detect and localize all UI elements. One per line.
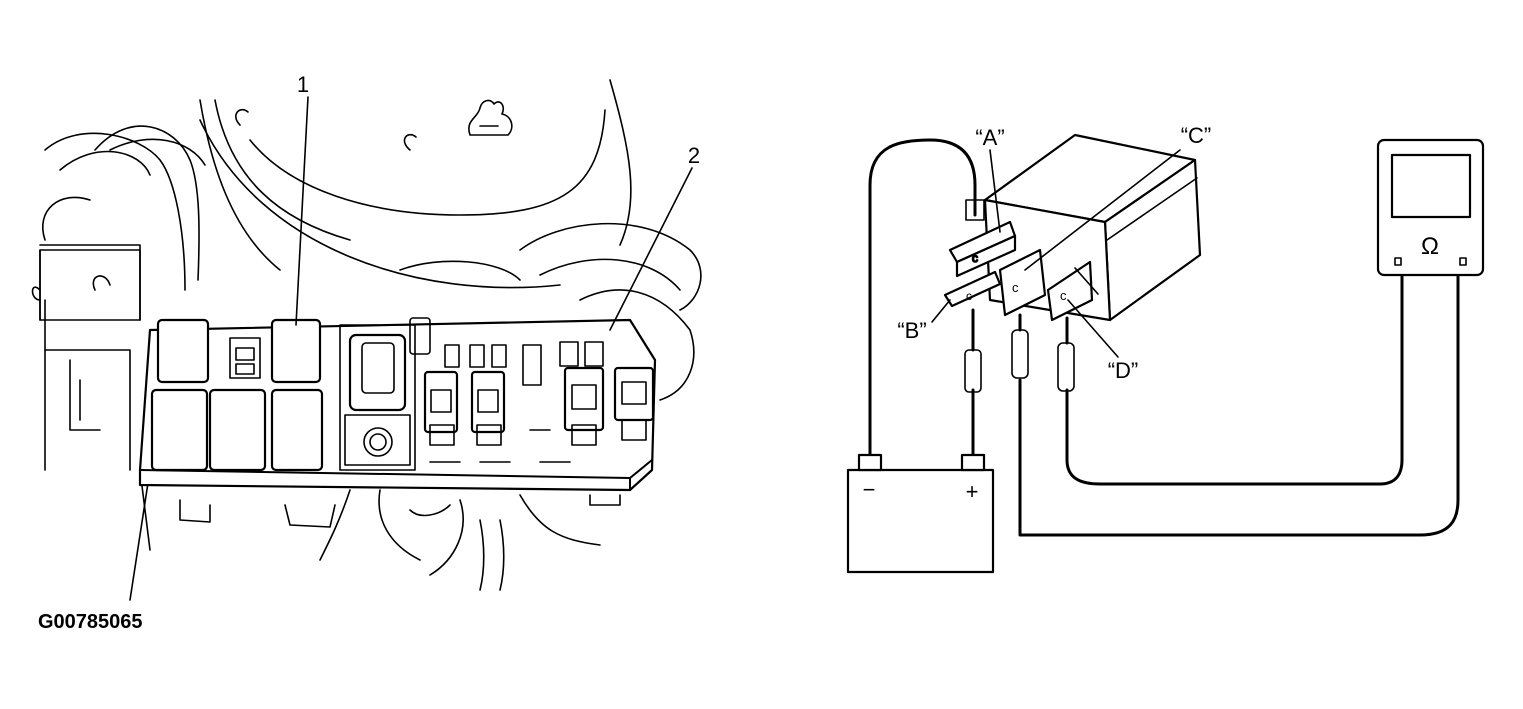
svg-text:c: c bbox=[1012, 280, 1019, 295]
svg-text:c: c bbox=[1060, 288, 1067, 303]
callout-1: 1 bbox=[295, 72, 309, 326]
terminal-b-label: “B” bbox=[897, 318, 926, 343]
ohm-symbol: Ω bbox=[1421, 233, 1439, 260]
terminal-c-label: “C” bbox=[1181, 123, 1212, 148]
battery-icon: − + bbox=[846, 453, 995, 574]
svg-text:c: c bbox=[972, 251, 978, 265]
ohmmeter-icon: Ω bbox=[1376, 138, 1485, 277]
test-wiring bbox=[868, 138, 1460, 537]
terminal-a-callout: “A” bbox=[975, 125, 1005, 233]
battery-positive-label: + bbox=[966, 479, 979, 504]
relay-icon: c c c c bbox=[943, 133, 1202, 322]
engine-background-lines bbox=[31, 79, 702, 601]
callout-2: 2 bbox=[609, 143, 700, 331]
svg-text:c: c bbox=[966, 289, 972, 303]
terminal-d-label: “D” bbox=[1108, 358, 1139, 383]
callout-1-label: 1 bbox=[297, 72, 309, 97]
callout-2-label: 2 bbox=[688, 143, 700, 168]
figure-code: G00785065 bbox=[38, 611, 143, 633]
fuse-box-icon bbox=[138, 317, 657, 591]
engine-compartment-view: 1 2 bbox=[31, 72, 702, 601]
relay-test-circuit: c c c c − + Ω bbox=[846, 123, 1485, 574]
terminal-a-label: “A” bbox=[975, 125, 1004, 150]
battery-negative-label: − bbox=[863, 477, 876, 502]
terminal-b-callout: “B” bbox=[897, 299, 951, 343]
terminal-c-callout: “C” bbox=[1024, 123, 1212, 271]
terminal-d-callout: “D” bbox=[1067, 299, 1139, 383]
